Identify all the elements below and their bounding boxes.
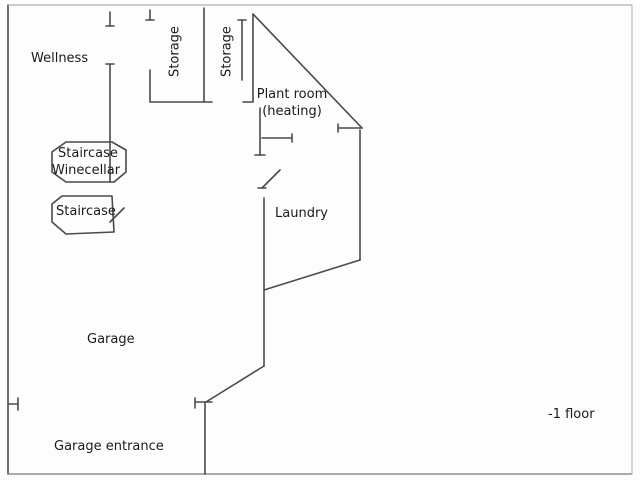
- plant-room-lower-wall: [254, 107, 266, 156]
- laundry-bottom-wall: [263, 259, 361, 291]
- wall-stub-top-1: [105, 11, 115, 27]
- garage-left-stub: [7, 397, 19, 411]
- room-label-staircase: Staircase: [56, 204, 116, 219]
- plant-room-diagonal-wall: [252, 13, 363, 129]
- laundry-door: [257, 169, 281, 189]
- room-label-winecellar: Winecellar: [52, 163, 121, 178]
- plant-room-bottom-stub: [261, 133, 293, 143]
- staircase-winecellar-outline: [51, 141, 127, 183]
- garage-entrance-wall: [194, 397, 213, 475]
- room-label-garage: Garage: [87, 332, 135, 347]
- plant-room-right-stub: [337, 123, 363, 133]
- room-label-laundry: Laundry: [275, 206, 328, 221]
- wellness-wall: [105, 63, 115, 183]
- room-label-garage-entrance: Garage entrance: [54, 439, 164, 454]
- room-label-storage-2: Storage: [219, 26, 235, 77]
- staircase-outline: [51, 195, 115, 235]
- storage-2-wall: [237, 19, 247, 81]
- room-label-wellness: Wellness: [31, 51, 89, 66]
- storage-1-wall: [149, 69, 213, 103]
- room-label-staircase-winecellar: Staircase: [58, 146, 118, 161]
- garage-diagonal-wall: [205, 365, 265, 403]
- staircase-door: [109, 207, 125, 223]
- wall-stub-top-2: [145, 9, 155, 21]
- floor-label: -1 floor: [548, 407, 595, 422]
- plant-room-left-wall: [242, 13, 254, 103]
- room-label-storage-1: Storage: [167, 26, 183, 77]
- room-label-plant-room-sub: (heating): [262, 104, 322, 119]
- room-label-plant-room: Plant room: [256, 87, 328, 102]
